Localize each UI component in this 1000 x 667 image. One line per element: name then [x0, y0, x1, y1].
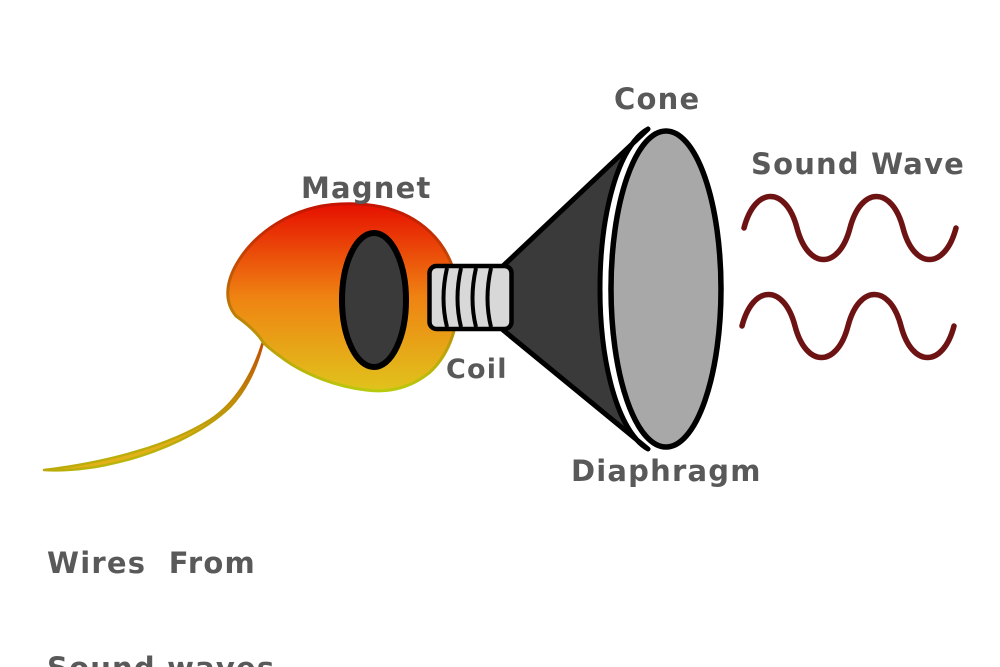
- coil-winding-line: [485, 267, 493, 328]
- coil-shape: [427, 263, 514, 332]
- coil-label: Coil: [446, 354, 508, 385]
- cone-body: [500, 126, 651, 452]
- wires-label-line2: Sound waves: [47, 651, 275, 667]
- diaphragm-face: [608, 128, 724, 450]
- coil-winding-line: [470, 267, 478, 328]
- sound-wave-label: Sound Wave: [751, 147, 966, 181]
- cone-label: Cone: [614, 82, 701, 116]
- coil-winding-line: [441, 267, 449, 328]
- wire-flame-tail: [42, 340, 265, 472]
- diaphragm-label: Diaphragm: [571, 454, 762, 488]
- magnet-label: Magnet: [301, 171, 432, 205]
- coil-winding-line: [455, 267, 463, 328]
- magnet-ellipse: [339, 230, 409, 370]
- sound-wave-bottom: [739, 292, 957, 360]
- sound-wave-top: [741, 194, 959, 262]
- coil-cylinder: [427, 263, 514, 332]
- wires-label: Wires From Sound waves: [47, 476, 275, 667]
- wires-label-line1: Wires From: [47, 546, 256, 580]
